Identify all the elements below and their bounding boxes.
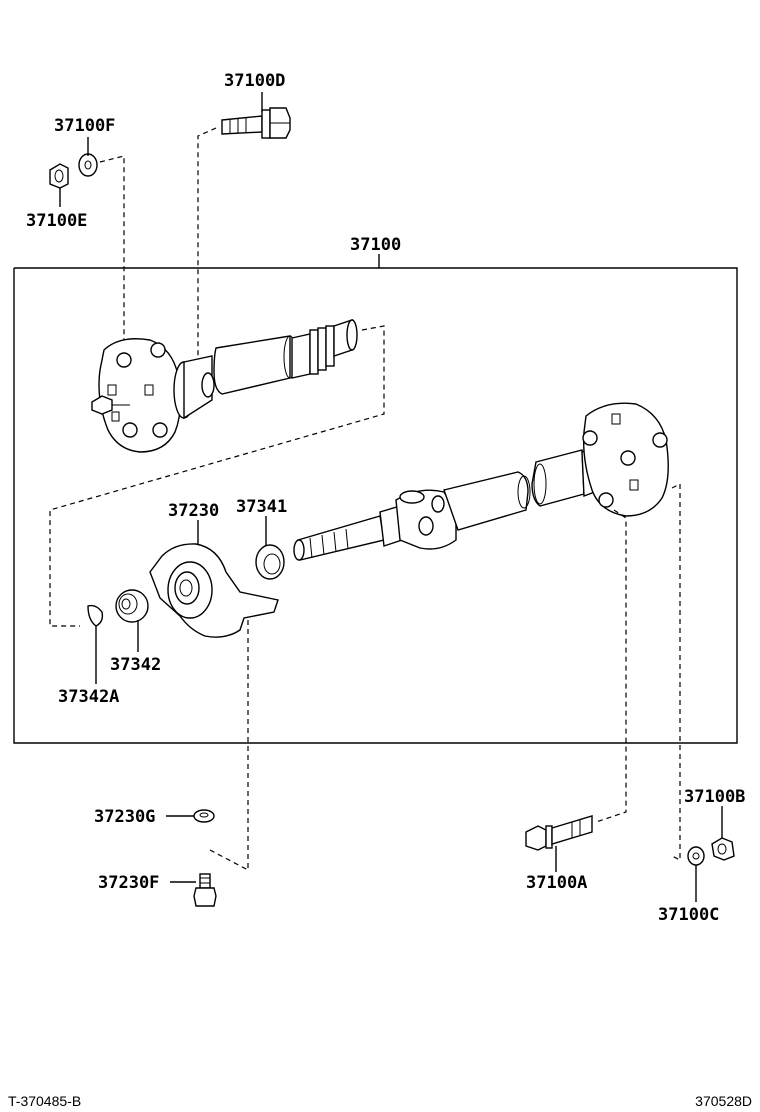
footer-right-code: 370528D xyxy=(695,1093,752,1109)
nut-37342 xyxy=(115,589,149,623)
label-37100D: 37100D xyxy=(224,71,285,91)
bolt-37100A xyxy=(525,815,593,851)
front-shaft xyxy=(183,319,358,420)
label-37100A: 37100A xyxy=(526,873,587,893)
universal-joint xyxy=(395,489,457,550)
nut-37100B xyxy=(711,837,735,861)
front-flex-coupling xyxy=(91,338,195,453)
washer-37230G xyxy=(193,809,215,823)
bolt-37230F xyxy=(193,873,217,907)
dash-37100D xyxy=(197,127,217,360)
footer-left-code: T-370485-B xyxy=(8,1093,81,1109)
label-37342A: 37342A xyxy=(58,687,119,707)
nut-37100E xyxy=(49,163,69,189)
washer-37100C xyxy=(687,846,705,866)
dash-37100B xyxy=(671,483,681,861)
label-37230G: 37230G xyxy=(94,807,155,827)
dust-seal-37341 xyxy=(255,544,285,580)
label-37100B: 37100B xyxy=(684,787,745,807)
label-37100F: 37100F xyxy=(54,116,115,136)
dash-front-to-bearing xyxy=(49,325,385,627)
label-37230: 37230 xyxy=(168,501,219,521)
center-bearing-37230 xyxy=(149,543,279,638)
washer-37342A xyxy=(87,604,104,627)
bolt-37100D xyxy=(221,107,291,139)
label-37341: 37341 xyxy=(236,497,287,517)
rear-flex-coupling xyxy=(582,402,669,517)
dash-37100A xyxy=(595,509,627,823)
washer-37100F xyxy=(78,153,98,177)
dash-37100F xyxy=(99,155,125,360)
dash-bearing-to-bolt xyxy=(209,620,249,871)
label-37100E: 37100E xyxy=(26,211,87,231)
assembly-frame xyxy=(13,267,738,744)
label-37100C: 37100C xyxy=(658,905,719,925)
label-37100: 37100 xyxy=(350,235,401,255)
spline-yoke xyxy=(293,505,403,561)
label-37230F: 37230F xyxy=(98,873,159,893)
label-37342: 37342 xyxy=(110,655,161,675)
